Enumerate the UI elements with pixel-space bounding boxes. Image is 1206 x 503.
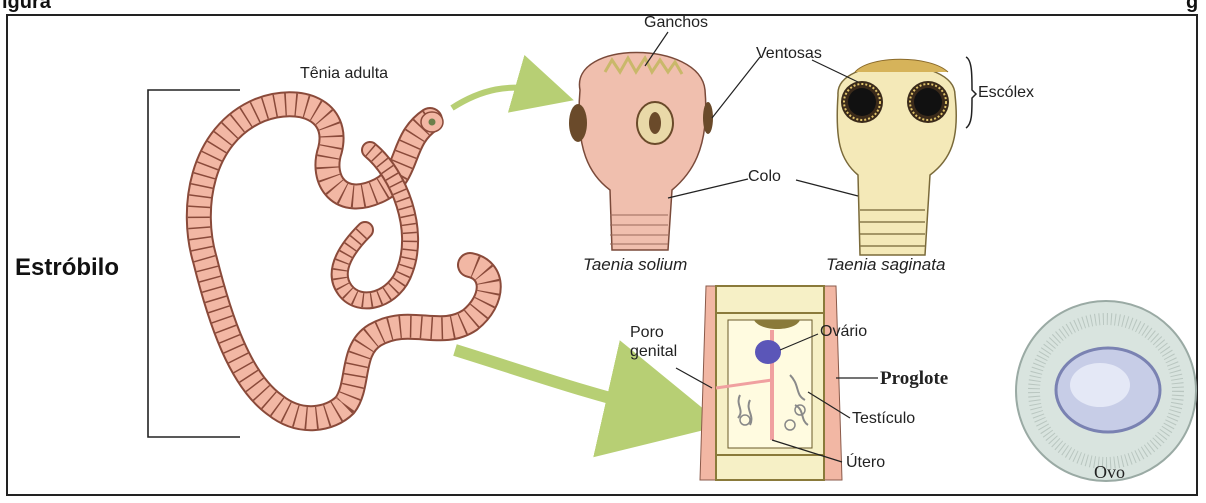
label-taenia-solium: Taenia solium [583,255,687,275]
label-proglote: Proglote [880,368,948,390]
label-ovario: Ovário [820,323,867,341]
taenia-solium-scolex [569,53,713,251]
proglote [700,286,842,480]
label-tenia-adulta: Tênia adulta [300,65,388,83]
escolex-brace [966,57,976,128]
label-poro-genital: Poro genital [630,323,677,361]
label-colo: Colo [748,168,781,186]
taenia-saginata-scolex [837,59,956,255]
label-utero: Útero [846,454,885,472]
arrow-to-scolex [452,88,545,108]
adult-tapeworm [199,104,489,418]
egg [1016,301,1196,481]
label-ganchos: Ganchos [644,14,708,32]
label-testiculo: Testículo [852,410,915,428]
label-estrobilo: Estróbilo [15,254,119,282]
label-escolex: Escólex [978,84,1034,102]
label-taenia-saginata: Taenia saginata [826,255,945,275]
label-ovo: Ovo [1094,462,1125,483]
label-ventosas: Ventosas [756,45,822,63]
